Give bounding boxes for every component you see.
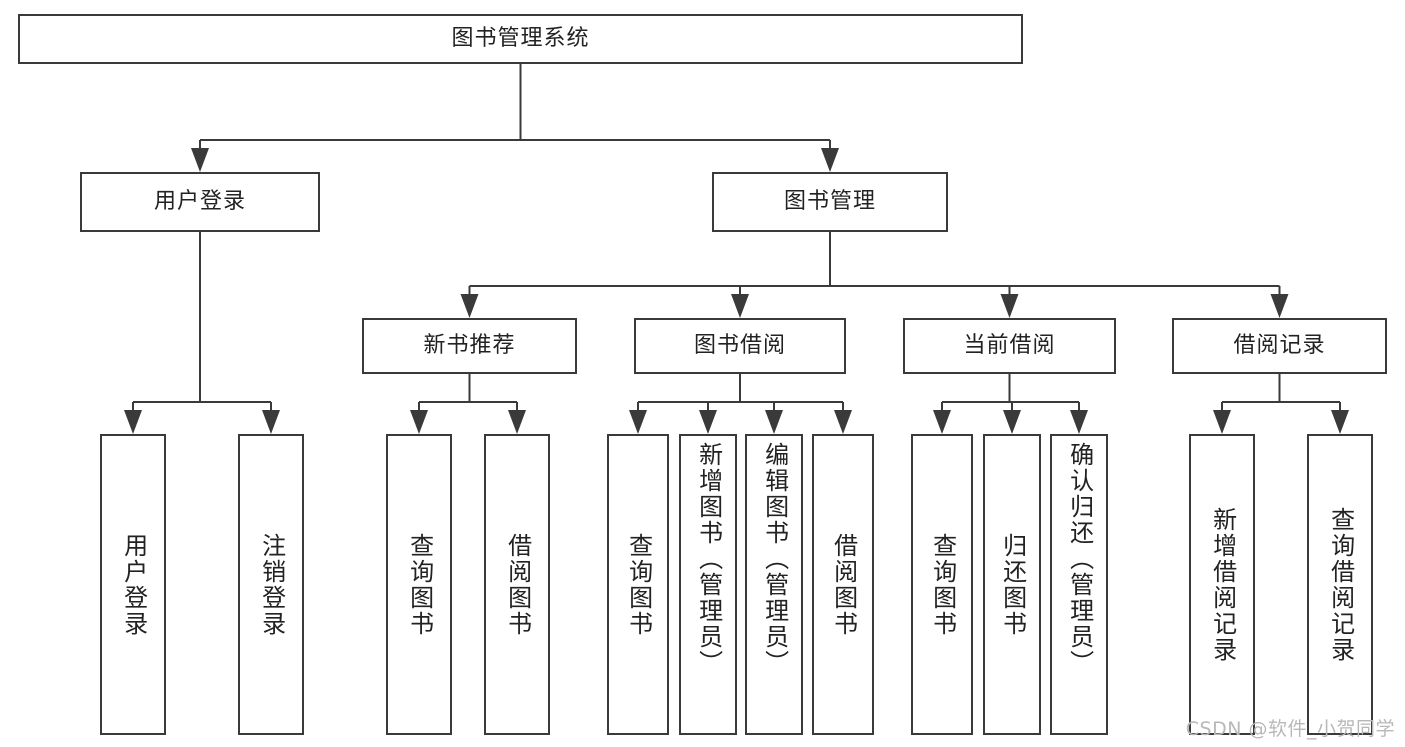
- node-label: 查询图书: [405, 532, 434, 637]
- node-leaf-current-confirm-return[interactable]: 确认归还（管理员）: [1050, 434, 1108, 735]
- node-user-login[interactable]: 用户登录: [80, 172, 320, 232]
- node-label: 图书借阅: [693, 332, 786, 358]
- node-leaf-record-query[interactable]: 查询借阅记录: [1307, 434, 1373, 735]
- node-borrow-record[interactable]: 借阅记录: [1172, 318, 1387, 374]
- node-leaf-current-query[interactable]: 查询图书: [911, 434, 973, 735]
- node-label: 图书管理系统: [451, 25, 590, 51]
- node-new-book-recommend[interactable]: 新书推荐: [362, 318, 577, 374]
- node-label: 借阅记录: [1233, 332, 1326, 358]
- node-leaf-newbook-query[interactable]: 查询图书: [386, 434, 452, 735]
- node-book-borrow[interactable]: 图书借阅: [634, 318, 846, 374]
- node-label: 当前借阅: [963, 332, 1056, 358]
- node-label: 用户登录: [119, 532, 148, 637]
- node-label: 查询图书: [928, 532, 957, 637]
- node-leaf-borrow-borrow[interactable]: 借阅图书: [812, 434, 874, 735]
- node-label: 注销登录: [257, 532, 286, 637]
- node-label: 借阅图书: [503, 532, 532, 637]
- node-leaf-borrow-edit[interactable]: 编辑图书（管理员）: [745, 434, 803, 735]
- node-label: 查询图书: [624, 532, 653, 637]
- node-label: 新增借阅记录: [1208, 506, 1237, 663]
- node-label: 查询借阅记录: [1326, 506, 1355, 663]
- node-leaf-record-add[interactable]: 新增借阅记录: [1189, 434, 1255, 735]
- node-label: 新增图书（管理员）: [694, 442, 723, 676]
- node-leaf-user-login[interactable]: 用户登录: [100, 434, 166, 735]
- node-label: 借阅图书: [829, 532, 858, 637]
- node-label: 确认归还（管理员）: [1065, 442, 1094, 676]
- node-leaf-borrow-add[interactable]: 新增图书（管理员）: [679, 434, 737, 735]
- node-label: 编辑图书（管理员）: [760, 442, 789, 676]
- node-leaf-newbook-borrow[interactable]: 借阅图书: [484, 434, 550, 735]
- watermark-text: CSDN @软件_小贺同学: [1185, 718, 1395, 740]
- node-label: 归还图书: [998, 532, 1027, 637]
- node-leaf-current-return[interactable]: 归还图书: [983, 434, 1041, 735]
- node-current-borrow[interactable]: 当前借阅: [903, 318, 1116, 374]
- node-label: 新书推荐: [423, 332, 516, 358]
- node-label: 图书管理: [783, 188, 876, 214]
- node-leaf-borrow-query[interactable]: 查询图书: [607, 434, 669, 735]
- node-root[interactable]: 图书管理系统: [18, 14, 1023, 64]
- node-book-management[interactable]: 图书管理: [712, 172, 948, 232]
- node-leaf-logout[interactable]: 注销登录: [238, 434, 304, 735]
- node-label: 用户登录: [153, 188, 246, 214]
